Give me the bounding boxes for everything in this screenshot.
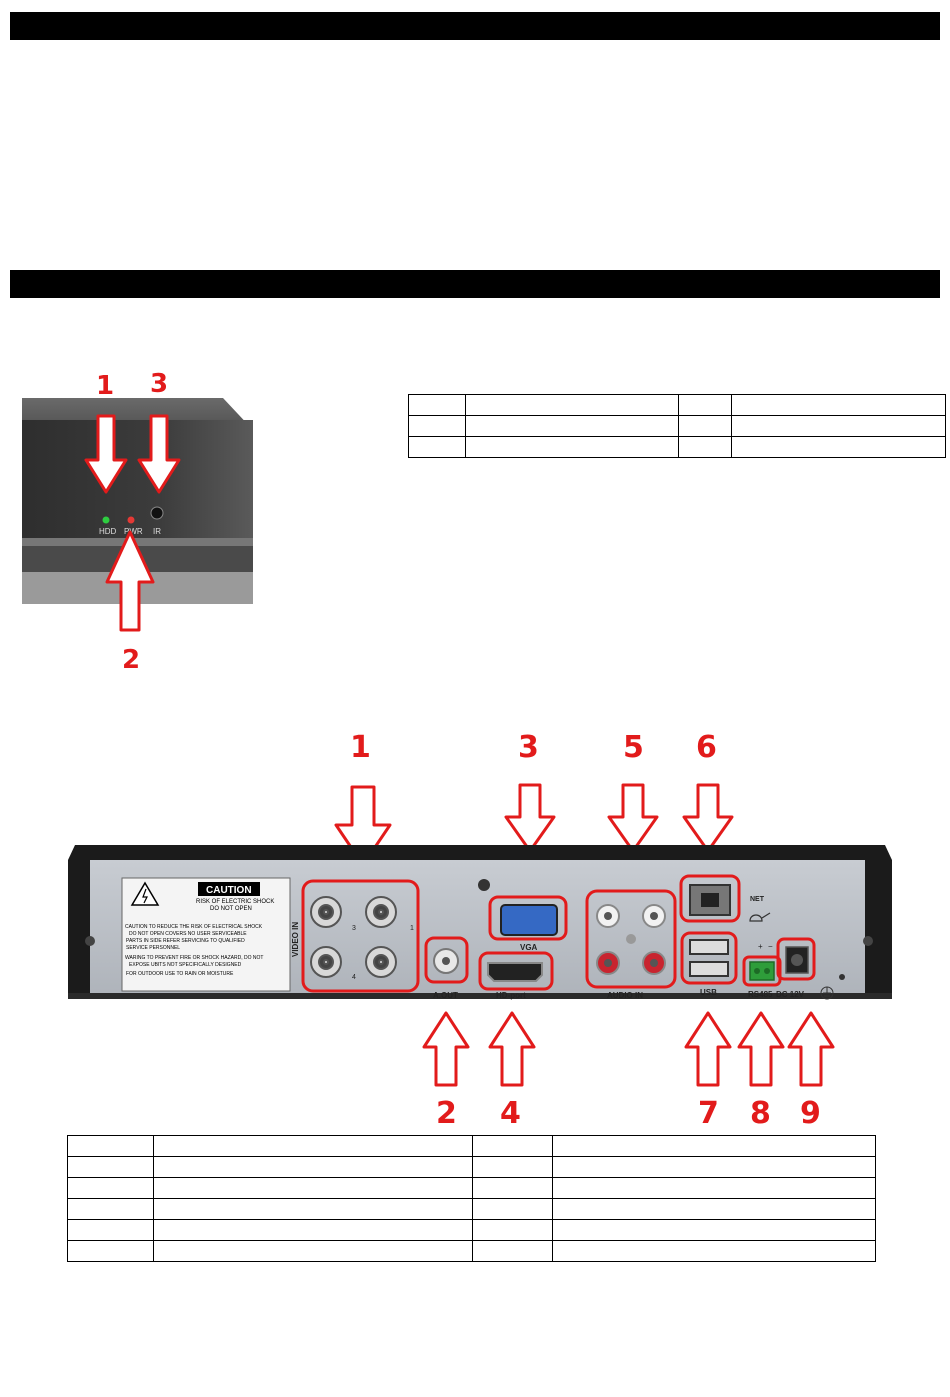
front-arrow-1 — [84, 414, 128, 494]
caution-line: PARTS IN SIDE REFER SERVICING TO QUALIFI… — [126, 938, 245, 944]
caution-title: CAUTION — [206, 885, 252, 896]
caution-sub1: RISK OF ELECTRIC SHOCK — [196, 899, 274, 905]
caution-line: FOR OUTDOOR USE TO RAIN OR MOISTURE — [126, 971, 234, 977]
caution-line: EXPOSE UBITS NOT SPECIFICALLY DESIGNED — [129, 962, 242, 968]
highlight-net — [679, 874, 741, 923]
table-row — [67, 1219, 876, 1241]
table-row — [408, 394, 946, 416]
section-header-bar-middle — [10, 270, 940, 298]
mouse-icon — [749, 912, 771, 922]
front-callout-3: 3 — [150, 369, 168, 399]
device-face-edge — [22, 538, 253, 546]
rs485-plus-label: + — [758, 942, 763, 951]
audio-in-jacks — [596, 904, 666, 975]
rear-arrow-3 — [504, 783, 556, 853]
net-label: NET — [750, 896, 765, 903]
audio-in-label: AUDIO IN — [607, 991, 643, 1000]
bnc-label-4: 4 — [352, 974, 356, 981]
highlight-vga — [488, 895, 568, 941]
pwr-led-icon — [127, 516, 135, 524]
rear-callout-3: 3 — [518, 730, 539, 765]
caution-line: DO NOT OPEN COVERS NO USER SERVICEABLE — [129, 931, 247, 937]
caution-line: WARING TO PREVENT FIRE OR SHOCK HAZARD, … — [125, 955, 263, 961]
aout-label: A.OUT — [433, 991, 458, 1000]
front-panel-photo: HDD PWR IR 1 3 2 — [22, 369, 253, 675]
ir-sensor-icon — [150, 506, 164, 520]
usb-port-top — [689, 939, 729, 955]
ir-label: IR — [153, 527, 161, 536]
rear-callout-7: 7 — [698, 1096, 719, 1130]
video-in-label: VIDEO IN — [291, 922, 300, 957]
rear-panel-legend-table — [67, 1135, 876, 1262]
caution-line: CAUTION TO REDUCE THE RISK OF ELECTRICAL… — [125, 924, 263, 930]
rear-arrow-2 — [422, 1011, 470, 1087]
rear-callout-6: 6 — [696, 730, 717, 765]
bnc-connectors — [310, 896, 397, 978]
rear-arrow-9 — [787, 1011, 835, 1087]
rear-panel-photo: 1 3 5 6 CAUTION RISK OF ELECTRIC SHOCK D… — [68, 730, 892, 1130]
table-row — [67, 1198, 876, 1220]
highlight-hdmi — [478, 951, 554, 991]
hdd-label: HDD — [99, 527, 117, 536]
hdmi-port — [487, 962, 543, 982]
highlight-video-in — [301, 879, 420, 993]
rs485-label: RS485 — [748, 990, 773, 999]
rear-arrow-8 — [737, 1011, 785, 1087]
table-row — [67, 1135, 876, 1157]
usb-label: USB — [700, 988, 717, 997]
front-arrow-3 — [137, 414, 181, 494]
table-row — [67, 1156, 876, 1178]
warning-triangle-icon — [130, 881, 160, 906]
caution-line: SERVICE PERSONNEL — [126, 945, 180, 951]
front-callout-2: 2 — [122, 645, 140, 675]
pwr-label: PWR — [124, 527, 143, 536]
highlight-rs485 — [742, 955, 782, 987]
highlight-dc — [776, 937, 816, 981]
vga-port — [500, 904, 558, 936]
highlight-audio-in — [585, 889, 677, 989]
hd-port-label: HD-port — [496, 991, 526, 1000]
rear-callout-2: 2 — [436, 1096, 457, 1130]
highlight-usb — [680, 931, 738, 985]
vga-label: VGA — [520, 943, 538, 952]
table-row — [408, 415, 946, 437]
table-row — [408, 436, 946, 458]
device-face — [22, 420, 253, 540]
section-header-bar-top — [10, 12, 940, 40]
table-row — [67, 1240, 876, 1262]
front-arrow-2 — [105, 530, 155, 632]
highlight-aout — [424, 936, 469, 984]
rear-arrow-7 — [684, 1011, 732, 1087]
usb-port-bottom — [689, 961, 729, 977]
front-panel-legend-table — [408, 394, 946, 458]
rear-arrow-5 — [607, 783, 659, 853]
rear-callout-4: 4 — [500, 1096, 521, 1130]
rear-callout-9: 9 — [800, 1096, 821, 1130]
table-row — [67, 1177, 876, 1199]
rear-callout-8: 8 — [750, 1096, 771, 1130]
rear-callout-5: 5 — [623, 730, 644, 765]
hdd-led-icon — [102, 516, 110, 524]
bnc-label-1: 1 — [410, 925, 414, 932]
caution-sub2: DO NOT OPEN — [210, 906, 252, 912]
rear-arrow-6 — [682, 783, 734, 853]
rs485-terminal — [749, 961, 775, 981]
rear-callout-1: 1 — [350, 730, 371, 765]
front-callout-1: 1 — [96, 371, 114, 401]
rear-arrow-4 — [488, 1011, 536, 1087]
dc12v-label: DC 12V — [776, 990, 805, 999]
rs485-minus-label: − — [768, 942, 773, 951]
bnc-label-3: 3 — [352, 925, 356, 932]
